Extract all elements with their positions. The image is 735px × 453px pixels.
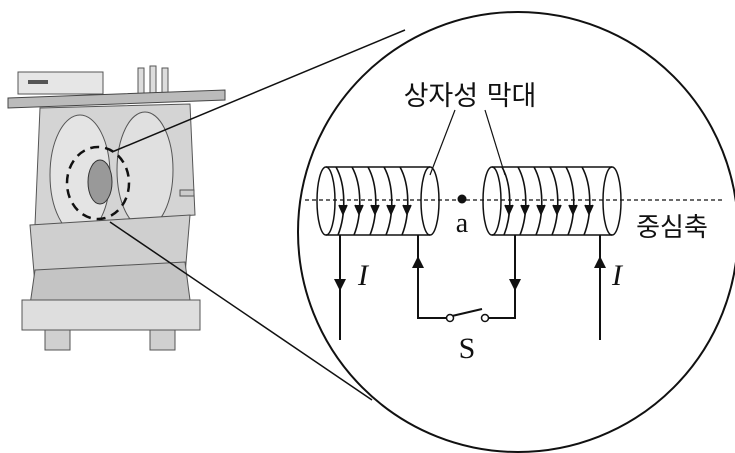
right-coil [482,166,622,236]
circuit-wires [334,235,606,340]
electromagnet-apparatus [7,65,226,351]
winding-arrow [584,204,594,216]
winding-arrow [402,204,412,216]
switch-label: S [459,332,476,365]
coil-winding [399,166,409,236]
paramagnetic-rods-label: 상자성 막대 [404,81,537,112]
magnified-view-circle [297,11,735,453]
coil-winding [581,166,591,236]
point-a-dot [457,194,467,204]
winding-arrow [552,204,562,216]
winding-arrow [520,204,530,216]
point-a-label: a [456,208,469,239]
winding-arrow [536,204,546,216]
left-coil [316,166,440,236]
current-label-right: I [611,259,624,292]
zoom-line-top [111,29,406,153]
switch-terminal-left [445,313,455,323]
switch-terminal-right [480,313,490,323]
winding-arrow [370,204,380,216]
current-label-left: I [357,259,370,292]
focus-ellipse [65,145,131,221]
central-axis-label: 중심축 [636,213,708,243]
coil-winding [533,166,543,236]
winding-arrow [386,204,396,216]
winding-arrow [568,204,578,216]
zoom-line-bottom [109,221,373,401]
coil-winding [351,166,361,236]
winding-arrow [338,204,348,216]
winding-arrow [504,204,514,216]
winding-arrow [354,204,364,216]
